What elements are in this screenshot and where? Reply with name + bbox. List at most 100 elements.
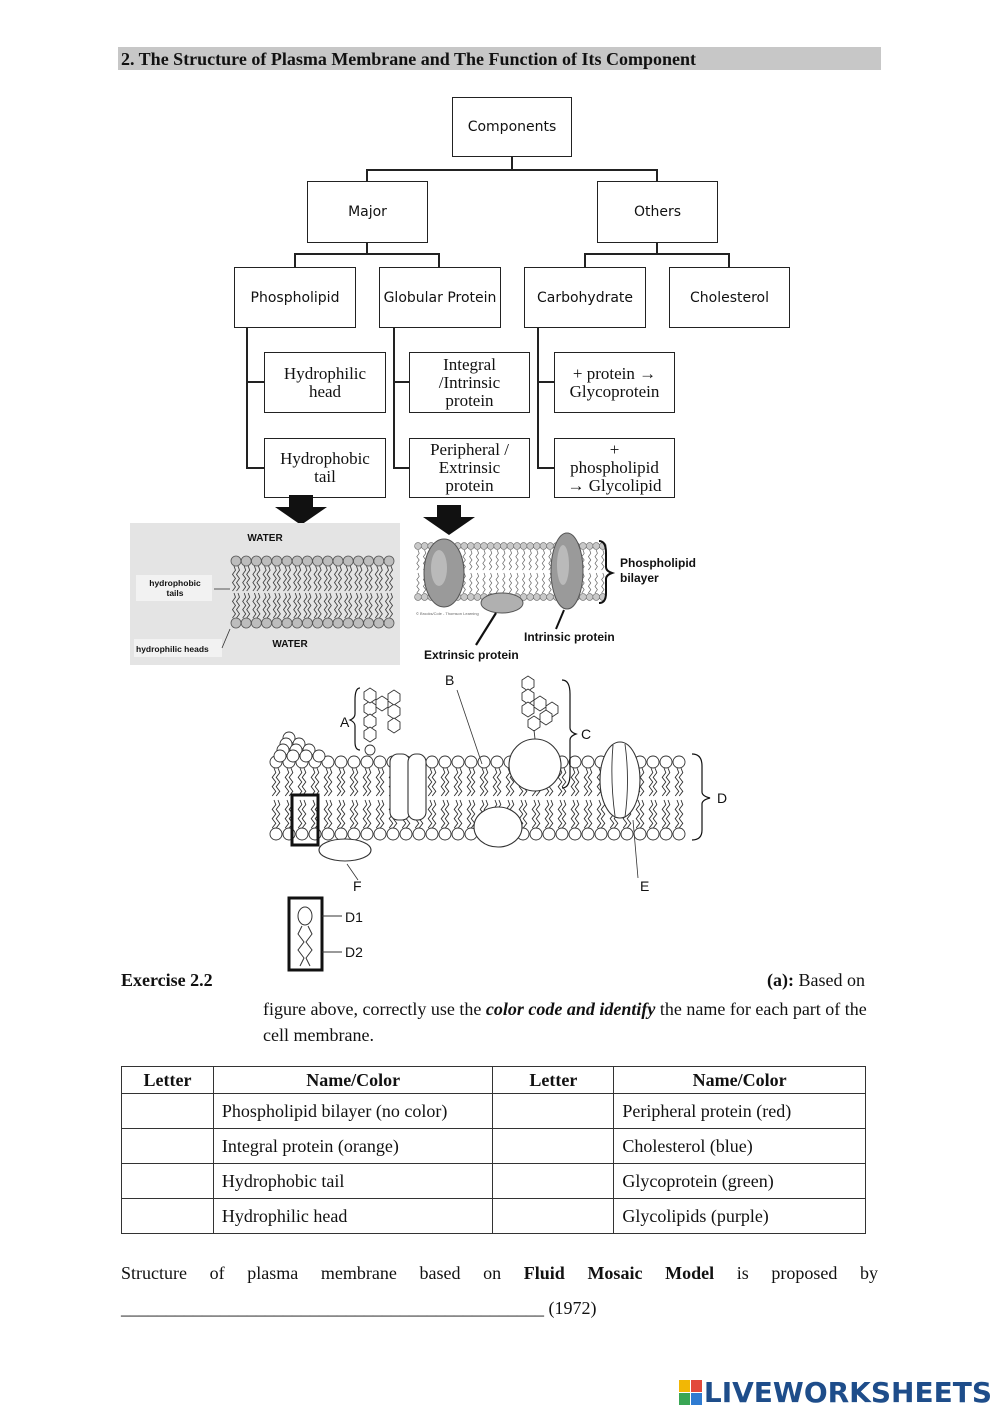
exercise-part-label: (a): — [767, 970, 794, 990]
fatty-acid-tail — [475, 572, 480, 594]
fatty-acid-tail — [521, 549, 526, 571]
phospholipid-head — [301, 555, 313, 567]
bilayer-drawing — [134, 555, 395, 657]
fatty-acid-tail — [384, 565, 390, 592]
letter-answer-cell[interactable] — [121, 1128, 214, 1164]
node-integral-protein: Integral /Intrinsic protein — [409, 352, 530, 413]
fatty-acid-tail — [384, 592, 390, 619]
answer-blank-line[interactable]: ________________________________________… — [121, 1298, 597, 1319]
fatty-acid-tail — [570, 767, 576, 797]
fatty-acid-tail — [378, 592, 383, 619]
fatty-acid-tail — [368, 565, 373, 592]
letter-answer-cell[interactable] — [492, 1163, 615, 1199]
fatty-acid-tail — [310, 767, 316, 797]
fatty-acid-tail — [379, 799, 385, 829]
phospholipid-head — [451, 755, 465, 769]
letter-answer-cell[interactable] — [492, 1128, 615, 1164]
fatty-acid-tail — [313, 592, 318, 619]
fatty-acid-tail — [674, 767, 680, 797]
node-major: Major — [307, 181, 428, 243]
fatty-acid-tail — [327, 799, 333, 829]
fatty-acid-tail — [508, 572, 513, 594]
fatty-acid-tail — [242, 592, 247, 619]
phospholipid-head — [533, 593, 541, 601]
phospholipid-head — [594, 827, 608, 841]
phospholipid-head — [467, 593, 475, 601]
phospholipid-head — [526, 593, 534, 601]
fatty-acid-tail — [336, 767, 342, 797]
letter-answer-cell[interactable] — [121, 1093, 214, 1129]
fatty-acid-tail — [440, 767, 446, 797]
name-color-cell: Phospholipid bilayer (no color) — [212, 1093, 494, 1129]
membrane-figure: A B C D E F D1 D2 — [260, 670, 740, 975]
fatty-acid-tail — [652, 767, 658, 797]
phospholipid-head — [460, 593, 468, 601]
letter-answer-cell[interactable] — [492, 1198, 615, 1234]
fatty-acid-tail — [349, 799, 355, 829]
fatty-acid-tail — [483, 767, 489, 797]
blank-line[interactable]: ________________________________________… — [121, 1298, 544, 1318]
letter-answer-cell[interactable] — [121, 1163, 214, 1199]
fatty-acid-tail — [488, 549, 493, 571]
fatty-acid-tail — [366, 767, 372, 797]
phospholipid-head — [342, 555, 354, 567]
label-f: F — [353, 878, 362, 894]
phospholipid-head — [230, 617, 242, 629]
phospholipid-head — [352, 555, 364, 567]
phospholipid-head — [261, 555, 273, 567]
fatty-acid-tail — [574, 799, 580, 829]
fatty-acid-tail — [583, 799, 589, 829]
phospholipid-head — [646, 755, 660, 769]
fatty-acid-tail — [502, 549, 506, 571]
phospholipid-head — [299, 749, 313, 763]
fatty-acid-tail — [293, 565, 298, 592]
fatty-acid-tail — [358, 565, 363, 592]
phospholipid-head — [568, 755, 582, 769]
label-c: C — [581, 726, 592, 742]
fatty-acid-tail — [286, 592, 292, 619]
phospholipid-head — [438, 755, 452, 769]
phospholipid-head — [321, 755, 335, 769]
phospholipid-head — [585, 593, 594, 601]
letter-answer-cell[interactable] — [121, 1198, 214, 1234]
fatty-acid-tail — [375, 799, 381, 829]
fatty-acid-tail — [496, 767, 502, 797]
fatty-acid-tail — [635, 799, 641, 829]
phospholipid-head — [473, 593, 482, 601]
fatty-acid-tail — [495, 549, 499, 571]
phospholipid-head — [273, 749, 287, 763]
fatty-acid-tail — [379, 767, 385, 797]
phospholipid-head — [414, 593, 422, 601]
fatty-acid-tail — [235, 565, 241, 592]
fatty-acid-tail — [362, 799, 368, 829]
fatty-acid-tail — [368, 592, 373, 619]
table-row: Hydrophobic tail Glycoprotein (green) — [121, 1163, 866, 1199]
fatty-acid-tail — [570, 799, 576, 829]
phospholipid-head — [261, 617, 273, 629]
phospholipid-head — [513, 542, 521, 550]
fatty-acid-tail — [333, 592, 339, 619]
fatty-acid-tail — [648, 767, 654, 797]
fatty-acid-tail — [548, 799, 554, 829]
year-text: (1972) — [548, 1298, 597, 1318]
liveworksheets-logo-icon — [678, 1379, 702, 1405]
fatty-acid-tail — [661, 767, 667, 797]
fatty-acid-tail — [502, 572, 506, 594]
label-a: A — [340, 714, 350, 730]
fatty-acid-tail — [665, 799, 671, 829]
bilayer-figure: WATER WATER hydrophobic tails hydrophili… — [130, 523, 400, 665]
phospholipid-head — [360, 755, 374, 769]
name-color-cell: Hydrophobic tail — [212, 1163, 494, 1199]
liveworksheets-logo[interactable]: LIVEWORKSHEETS — [678, 1376, 992, 1409]
phospholipid-head — [533, 542, 541, 550]
fatty-acid-tail — [515, 572, 519, 594]
fatty-acid-tail — [374, 592, 379, 619]
fatty-acid-tail — [354, 565, 359, 592]
fatty-acid-tail — [505, 767, 511, 797]
node-globular-protein: Globular Protein — [379, 267, 501, 328]
letter-answer-cell[interactable] — [492, 1093, 615, 1129]
phospholipid-head — [506, 542, 515, 550]
node-hydrophobic-tail: Hydrophobic tail — [264, 438, 386, 498]
phospholipid-head — [420, 542, 429, 550]
fatty-acid-tail — [266, 565, 271, 592]
